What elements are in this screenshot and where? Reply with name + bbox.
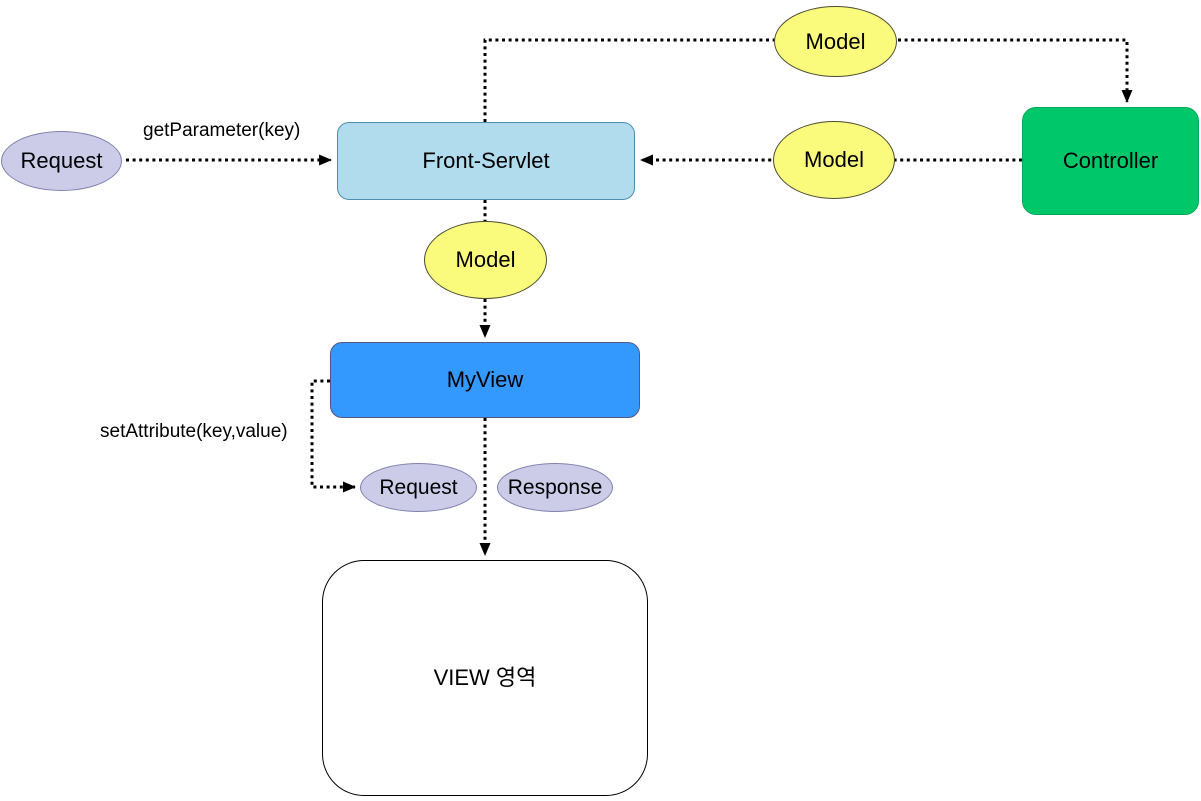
node-controller-label: Controller (1062, 148, 1159, 173)
edge-label-getparameter: getParameter(key) (143, 120, 301, 141)
node-front-servlet: Front-Servlet (337, 122, 635, 200)
node-model-bottom: Model (424, 221, 547, 299)
node-request-bottom: Request (360, 463, 477, 512)
node-request-bottom-label: Request (379, 476, 458, 499)
node-model-middle: Model (773, 121, 895, 199)
node-myview-label: MyView (446, 367, 524, 392)
node-view-area-label: VIEW 영역 (433, 665, 537, 690)
node-model-middle-label: Model (804, 147, 864, 172)
node-front-servlet-label: Front-Servlet (422, 148, 550, 173)
node-model-top: Model (774, 6, 897, 77)
edge-myview-to-request (310, 379, 356, 493)
node-model-top-label: Model (805, 28, 866, 54)
node-myview: MyView (330, 342, 640, 418)
node-view-area: VIEW 영역 (322, 560, 648, 796)
node-request-left: Request (1, 131, 122, 191)
node-response: Response (497, 463, 613, 512)
node-request-left-label: Request (20, 148, 103, 173)
node-response-label: Response (507, 476, 603, 499)
node-model-bottom-label: Model (455, 247, 516, 272)
edge-label-setattribute: setAttribute(key,value) (100, 421, 288, 442)
node-controller: Controller (1022, 107, 1199, 215)
